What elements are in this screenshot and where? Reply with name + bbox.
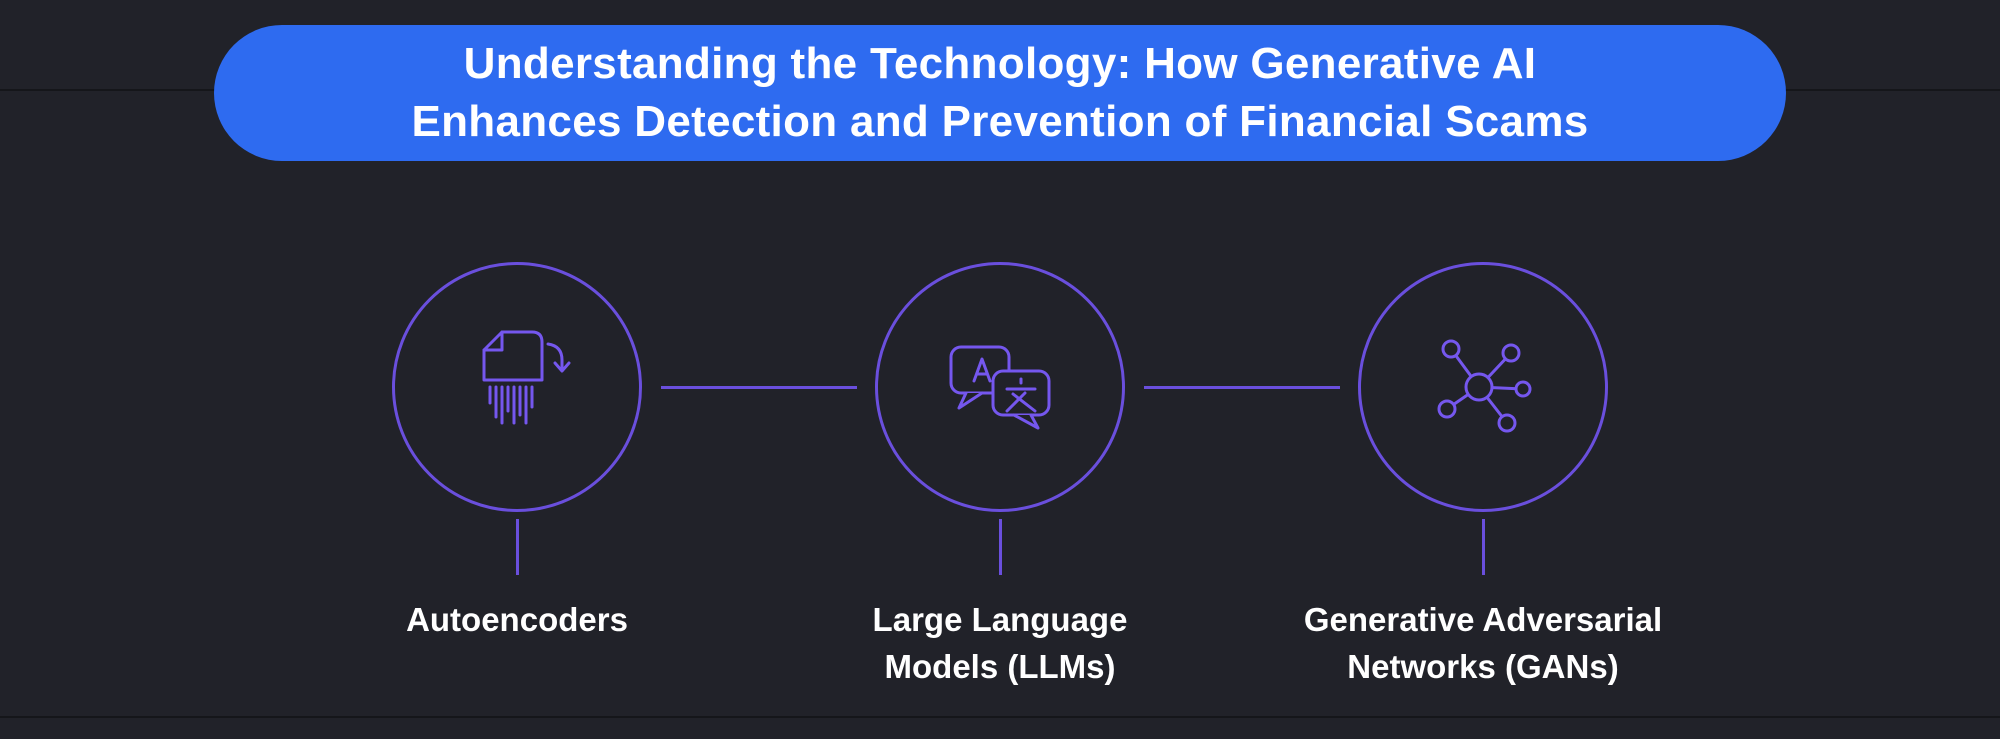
node-circle-autoencoders [392,262,642,512]
connector-line-2 [1144,386,1340,389]
title-banner: Understanding the Technology: How Genera… [214,25,1786,161]
document-shredder-icon [482,330,571,425]
node-circle-gans [1358,262,1608,512]
page-title: Understanding the Technology: How Genera… [411,38,1589,146]
label-stub-2 [999,519,1002,575]
bottom-divider-line [0,716,2000,718]
translation-chat-icon [949,345,1051,430]
node-label-llms: Large Language Models (LLMs) [872,601,1128,685]
node-circle-llms [875,262,1125,512]
label-stub-1 [516,519,519,575]
node-label-autoencoders: Autoencoders [406,601,628,638]
network-nodes-icon [1437,339,1532,433]
label-stub-3 [1482,519,1485,575]
connector-line-1 [661,386,857,389]
node-label-gans: Generative Adversarial Networks (GANs) [1303,601,1663,685]
